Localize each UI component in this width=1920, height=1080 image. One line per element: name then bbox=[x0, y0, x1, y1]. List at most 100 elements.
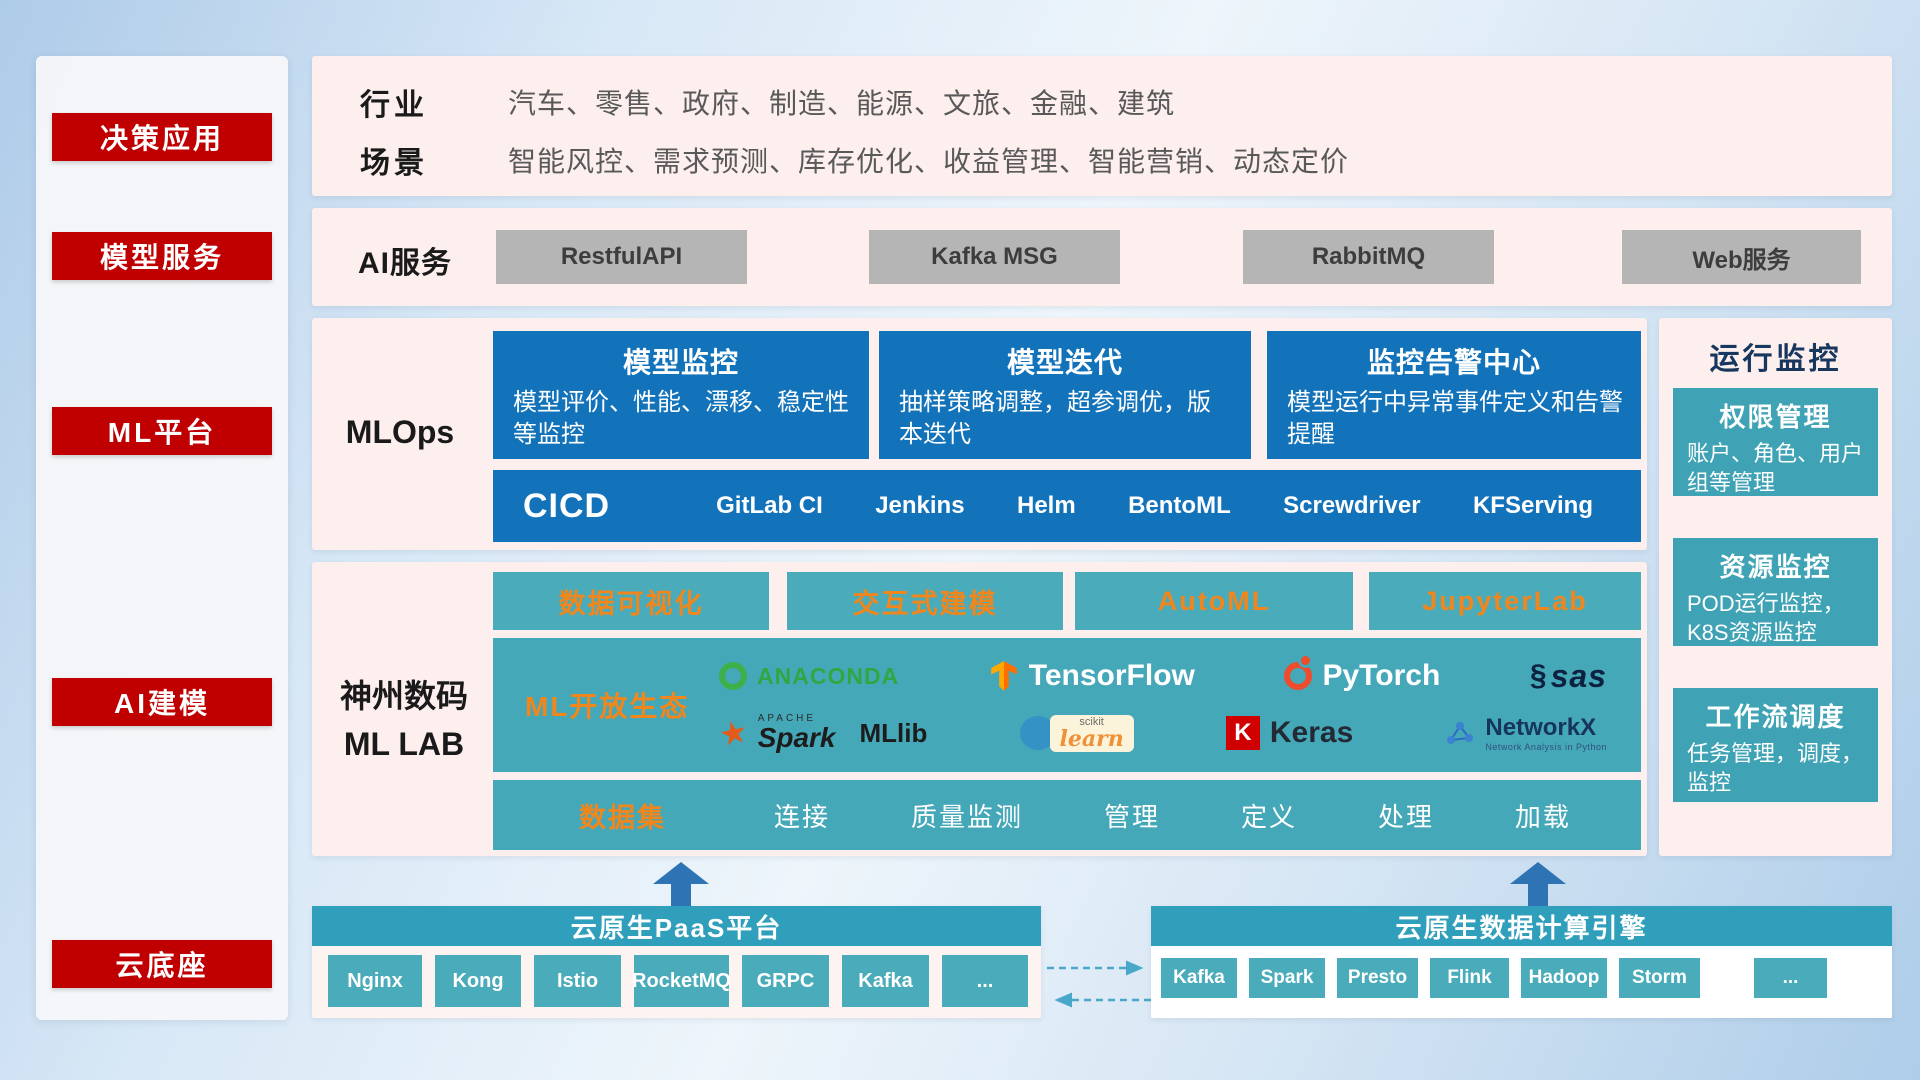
card-title: 工作流调度 bbox=[1705, 702, 1846, 732]
mllab-tool-jupyterlab: JupyterLab bbox=[1369, 572, 1641, 630]
engine-chip-storm: Storm bbox=[1619, 958, 1700, 998]
industry-label: 行业 bbox=[360, 89, 428, 122]
anaconda-name: ANACONDA bbox=[757, 662, 900, 689]
card-desc: 模型运行中异常事件定义和告警提醒 bbox=[1287, 389, 1623, 448]
mllab-tool-data-viz: 数据可视化 bbox=[493, 572, 769, 630]
sas-name: sas bbox=[1550, 657, 1607, 694]
pytorch-icon bbox=[1284, 656, 1313, 691]
engine-chip-spark: Spark bbox=[1249, 958, 1325, 998]
paas-chip-kafka: Kafka bbox=[842, 955, 929, 1007]
ai-service-label: AI服务 bbox=[358, 247, 452, 280]
industry-scene-panel: 行业 汽车、零售、政府、制造、能源、文旅、金融、建筑 场景 智能风控、需求预测、… bbox=[312, 56, 1892, 196]
service-chip-restfulapi: RestfulAPI bbox=[496, 230, 747, 284]
sas-icon: § bbox=[1529, 659, 1547, 693]
scene-list: 智能风控、需求预测、库存优化、收益管理、智能营销、动态定价 bbox=[508, 146, 1350, 177]
scene-label: 场景 bbox=[360, 147, 428, 180]
mlops-label: MLOps bbox=[345, 414, 455, 450]
dataset-step-define: 定义 bbox=[1240, 801, 1297, 832]
cicd-tool-bentoml: BentoML bbox=[1128, 492, 1231, 519]
monitor-card-permissions: 权限管理 账户、角色、用户组等管理 bbox=[1673, 388, 1878, 496]
card-title: 模型迭代 bbox=[1006, 347, 1123, 378]
paas-chip-rocketmq: RocketMQ bbox=[632, 955, 731, 1007]
card-title: 权限管理 bbox=[1719, 402, 1832, 432]
mllab-label-line1: 神州数码 bbox=[339, 678, 468, 714]
dataset-step-quality: 质量监测 bbox=[910, 801, 1023, 832]
runtime-monitor-panel: 运行监控 权限管理 账户、角色、用户组等管理 资源监控 POD运行监控，K8S资… bbox=[1659, 318, 1892, 856]
service-chip-rabbitmq: RabbitMQ bbox=[1243, 230, 1494, 284]
cicd-bar: CICD GitLab CI Jenkins Helm BentoML Scre… bbox=[493, 470, 1641, 542]
mllab-label: 神州数码 ML LAB bbox=[329, 672, 479, 768]
sidebar-badge-decision-apps: 决策应用 bbox=[52, 113, 272, 161]
card-title: 资源监控 bbox=[1719, 552, 1832, 582]
monitor-card-resources: 资源监控 POD运行监控，K8S资源监控 bbox=[1673, 538, 1878, 646]
mllab-tool-interactive: 交互式建模 bbox=[787, 572, 1063, 630]
networkx-logo: NetworkX Network Analysis in Python bbox=[1445, 714, 1607, 752]
cicd-label: CICD bbox=[523, 486, 611, 525]
card-desc: 抽样策略调整，超参调优，版本迭代 bbox=[899, 389, 1211, 448]
up-arrow-paas bbox=[653, 862, 709, 906]
learn-text: learn bbox=[1059, 725, 1124, 752]
dataset-step-manage: 管理 bbox=[1103, 801, 1160, 832]
paas-chip-nginx: Nginx bbox=[328, 955, 422, 1007]
networkx-icon bbox=[1447, 722, 1474, 745]
tensorflow-logo: TensorFlow bbox=[989, 659, 1195, 693]
dataset-step-load: 加载 bbox=[1514, 801, 1571, 832]
spark-name: Spark bbox=[757, 722, 836, 754]
anaconda-logo: ANACONDA bbox=[719, 662, 900, 691]
paas-title: 云原生PaaS平台 bbox=[312, 906, 1041, 946]
card-title: 模型监控 bbox=[622, 347, 739, 378]
runtime-monitor-title: 运行监控 bbox=[1709, 343, 1842, 376]
engine-chip-hadoop: Hadoop bbox=[1521, 958, 1607, 998]
cicd-tool-screwdriver: Screwdriver bbox=[1283, 492, 1421, 519]
tensorflow-name: TensorFlow bbox=[1028, 659, 1195, 693]
pytorch-name: PyTorch bbox=[1322, 659, 1441, 693]
ml-ecosystem-box: ML开放生态 ANACONDA TensorFlow bbox=[493, 638, 1641, 772]
ai-service-panel: AI服务 RestfulAPI Kafka MSG RabbitMQ Web服务 bbox=[312, 208, 1892, 306]
mllab-tool-automl: AutoML bbox=[1075, 572, 1353, 630]
dataset-step-connect: 连接 bbox=[774, 801, 831, 832]
keras-logo: K Keras bbox=[1225, 716, 1353, 751]
scikit-learn-logo: scikit learn bbox=[1019, 714, 1134, 752]
paas-chip-istio: Istio bbox=[534, 955, 621, 1007]
dataset-step-process: 处理 bbox=[1377, 801, 1434, 832]
card-desc: 模型评价、性能、漂移、稳定性等监控 bbox=[513, 389, 849, 448]
mlops-card-alert-center: 监控告警中心 模型运行中异常事件定义和告警提醒 bbox=[1267, 331, 1641, 459]
engine-chip-presto: Presto bbox=[1337, 958, 1418, 998]
paas-chip-kong: Kong bbox=[435, 955, 521, 1007]
ml-ecosystem-label: ML开放生态 bbox=[525, 691, 690, 722]
sas-logo: § sas bbox=[1530, 658, 1607, 695]
networkx-subtitle: Network Analysis in Python bbox=[1485, 741, 1607, 752]
cicd-tool-gitlab-ci: GitLab CI bbox=[716, 492, 823, 519]
mlops-panel: MLOps 模型监控 模型评价、性能、漂移、稳定性等监控 模型迭代 抽样策略调整… bbox=[312, 318, 1647, 550]
spark-star-icon: ★ bbox=[715, 712, 752, 754]
service-chip-web: Web服务 bbox=[1622, 230, 1861, 284]
mllab-panel: 神州数码 ML LAB 数据可视化 交互式建模 AutoML JupyterLa… bbox=[312, 562, 1647, 856]
keras-icon: K bbox=[1225, 716, 1260, 751]
engine-chip-more: ... bbox=[1754, 958, 1827, 998]
industry-list: 汽车、零售、政府、制造、能源、文旅、金融、建筑 bbox=[508, 88, 1176, 119]
dataset-label: 数据集 bbox=[579, 802, 666, 833]
cicd-tool-helm: Helm bbox=[1016, 492, 1076, 519]
sidebar-badge-ai-modeling: AI建模 bbox=[52, 678, 272, 726]
cicd-tool-jenkins: Jenkins bbox=[875, 492, 965, 519]
engine-title: 云原生数据计算引擎 bbox=[1151, 906, 1892, 946]
scikit-text: scikit bbox=[1079, 715, 1104, 728]
pytorch-logo: PyTorch bbox=[1284, 656, 1441, 693]
card-desc: POD运行监控，K8S资源监控 bbox=[1687, 591, 1845, 645]
paas-panel: 云原生PaaS平台 Nginx Kong Istio RocketMQ GRPC… bbox=[312, 906, 1041, 1018]
service-chip-kafka-msg: Kafka MSG bbox=[869, 230, 1120, 284]
networkx-name: NetworkX bbox=[1485, 714, 1597, 742]
engine-chip-flink: Flink bbox=[1430, 958, 1509, 998]
mlops-card-model-iteration: 模型迭代 抽样策略调整，超参调优，版本迭代 bbox=[879, 331, 1251, 459]
monitor-card-workflow: 工作流调度 任务管理，调度，监控 bbox=[1673, 688, 1878, 802]
anaconda-icon bbox=[719, 662, 747, 691]
sidebar-badge-ml-platform: ML平台 bbox=[52, 407, 272, 455]
sidebar-badge-model-services: 模型服务 bbox=[52, 232, 272, 280]
sidebar-badge-cloud-base: 云底座 bbox=[52, 940, 272, 988]
engine-panel: 云原生数据计算引擎 Kafka Spark Presto Flink Hadoo… bbox=[1151, 906, 1892, 1018]
card-title: 监控告警中心 bbox=[1366, 347, 1541, 378]
sidebar: 决策应用 模型服务 ML平台 AI建模 云底座 bbox=[36, 56, 288, 1020]
tensorflow-icon bbox=[990, 661, 1017, 692]
spark-mllib-logo: ★ APACHE Spark MLlib bbox=[715, 712, 928, 754]
